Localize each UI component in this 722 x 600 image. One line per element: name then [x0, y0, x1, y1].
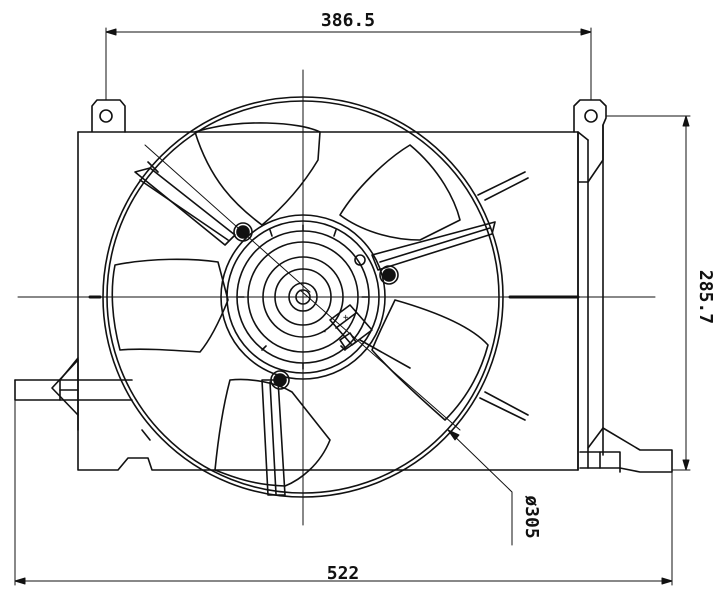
motor-hub: [220, 214, 399, 390]
fan-blades: [111, 122, 529, 487]
dimension-top: [105, 27, 592, 101]
connector-minus-label: -: [322, 327, 327, 337]
connector: [329, 304, 411, 369]
dimension-right: [605, 115, 691, 471]
connector-plus-label: +: [343, 313, 349, 323]
dimension-right-label: 285.7: [695, 270, 716, 324]
support-arms: [134, 167, 496, 496]
dimension-diameter-label: ø305: [521, 495, 542, 538]
dimension-bottom: [14, 399, 673, 586]
dimension-bottom-label: 522: [327, 563, 360, 584]
dimension-diameter: [447, 429, 513, 546]
dimension-top-label: 386.5: [321, 10, 375, 31]
shroud-frame: [14, 99, 673, 473]
